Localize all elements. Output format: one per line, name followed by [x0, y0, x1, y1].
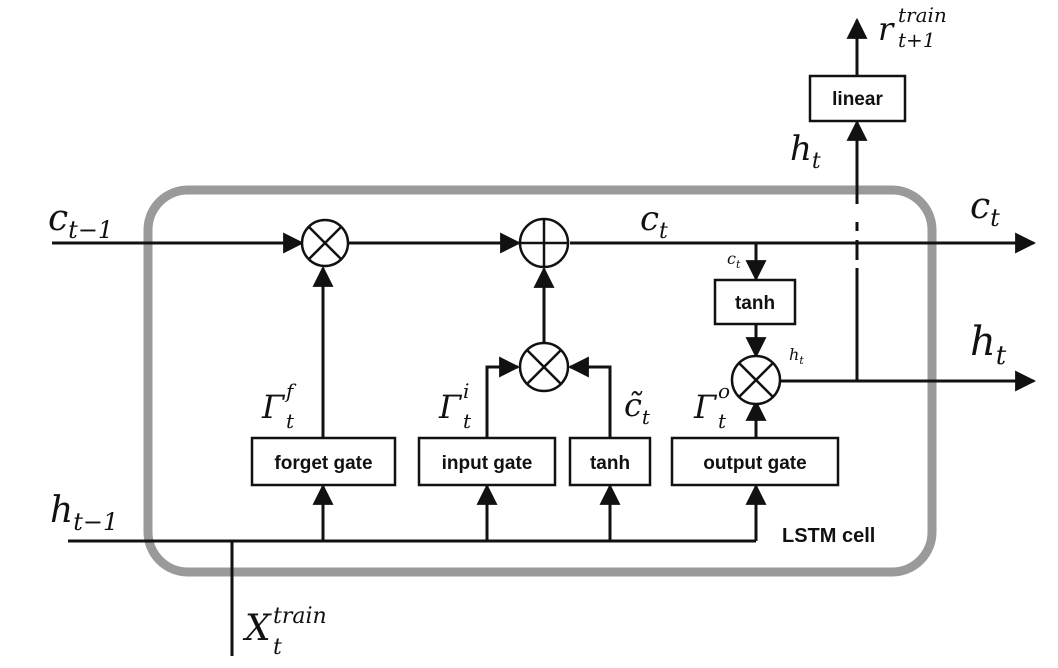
tanh-candidate-to-multiply-line — [567, 356, 612, 438]
gamma-i-base: Γ — [438, 388, 463, 426]
c-prev-label: ct−1 — [48, 198, 113, 244]
tanh-cell-box: tanh — [713, 278, 797, 326]
gamma-o-sup: o — [718, 379, 730, 403]
forget-gate-label: forget gate — [274, 453, 372, 474]
tanh-cell-label: tanh — [735, 293, 775, 314]
tanh-candidate-box: tanh — [568, 436, 652, 487]
r-train-sup: train — [898, 3, 947, 27]
h-prev-label: ht−1 — [50, 490, 118, 536]
gamma-i-sub: t — [463, 409, 472, 433]
forget-gate-box: forget gate — [250, 436, 397, 487]
gamma-i-sup: i — [463, 379, 469, 403]
input-gate-to-multiply-line — [485, 356, 521, 438]
c-out-label: ct — [970, 186, 1000, 232]
c-tilde-label: c̃t — [624, 386, 651, 429]
h-top-label: ht — [790, 129, 821, 174]
input-gate-label: input gate — [442, 453, 533, 474]
linear-box: linear — [808, 74, 907, 123]
input-gate-box: input gate — [417, 436, 557, 487]
multiply-icon — [518, 341, 570, 393]
output-gate-label: output gate — [703, 453, 806, 474]
gamma-o-sub: t — [718, 409, 727, 433]
x-train-base: X — [242, 608, 272, 649]
h-small-label: ht — [789, 345, 804, 367]
lstm-cell-label: LSTM cell — [782, 525, 875, 547]
multiply-icon — [730, 354, 782, 406]
c-mid-label: ct — [640, 199, 668, 244]
c-small-label: ct — [727, 249, 741, 271]
x-train-sup: train — [273, 604, 327, 629]
tanh-candidate-label: tanh — [590, 453, 630, 474]
gamma-f-sub: t — [286, 409, 295, 433]
x-train-sub: t — [273, 635, 282, 660]
linear-label: linear — [832, 89, 883, 110]
gamma-o-base: Γ — [693, 388, 718, 426]
h-out-label: ht — [970, 319, 1007, 371]
r-train-base: r — [878, 10, 895, 48]
gamma-f-base: Γ — [261, 388, 286, 426]
r-train-sub: t+1 — [898, 28, 936, 52]
gamma-f-sup: f — [284, 379, 297, 403]
output-gate-box: output gate — [670, 436, 840, 487]
add-icon — [518, 217, 570, 269]
multiply-icon — [300, 218, 350, 268]
